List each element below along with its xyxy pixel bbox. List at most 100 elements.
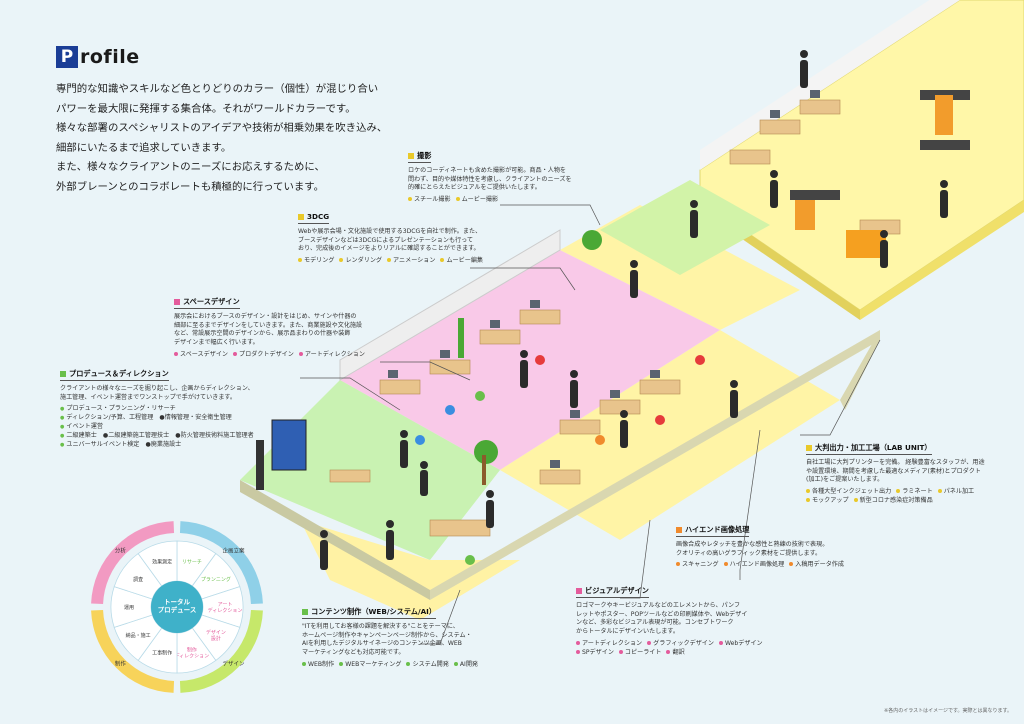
wheel-ring-label: 企画立案 — [223, 546, 246, 554]
tag: 翻訳 — [666, 649, 684, 656]
wheel-segment-label: アート — [218, 602, 233, 608]
tag: AI開発 — [454, 661, 478, 668]
wheel-ring-segment — [91, 521, 175, 605]
profile-title-rest: rofile — [80, 46, 140, 68]
callout-line: など、常設展示空間のデザインから、展示品まわりの什器や装飾 — [174, 330, 351, 338]
callout-line: 問わず、目的や媒体特性を考慮し、クライアントのニーズを — [408, 175, 572, 183]
wheel-segment-label: リサーチ — [182, 559, 202, 565]
callout-lab-title: 大判出力・加工工場（LAB UNIT） — [815, 443, 932, 452]
callout-line: ブースデザインなどは3DCGによるプレゼンテーションも行って — [298, 236, 474, 244]
callout-line: ホームページ制作やキャンペーンページ制作から、システム・ — [302, 631, 472, 639]
callout-photo: 撮影 ロケのコーディネートも含めた撮影が可能。商品・人物を 問わず、目的や媒体特… — [408, 151, 608, 205]
wheel-center-label: プロデュース — [158, 605, 197, 614]
content-floor — [300, 520, 520, 620]
wheel-center-label: トータル — [164, 597, 191, 606]
wheel-segment-label: 納品・施工 — [126, 632, 151, 639]
wheel-segment-label: 調査 — [133, 576, 143, 583]
callout-hiend-title: ハイエンド画像処理 — [685, 525, 750, 534]
callout-line: ンなど、多彩なビジュアル表現が可能。コンセプトワーク — [576, 619, 734, 627]
callout-photo-title: 撮影 — [417, 151, 432, 160]
tag: グラフィックデザイン — [647, 640, 714, 647]
wheel-segment-label: デザイン — [206, 629, 226, 636]
callout-line: おり、完成後のイメージをよりリアルに確認することができます。 — [298, 245, 480, 253]
callout-produce-title: プロデュース＆ディレクション — [69, 369, 169, 378]
wheel-ring-segment — [91, 609, 175, 693]
callout-space-title: スペースデザイン — [183, 297, 240, 306]
wheel-segment-label: ディレクション — [175, 653, 210, 660]
tag: 各種大型インクジェット出力 — [806, 488, 891, 495]
tag: SPデザイン — [576, 649, 614, 656]
wheel-segment-label: 効果測定 — [152, 558, 172, 565]
wheel-ring-segment — [179, 609, 263, 693]
list-item: ユニバーサルイベント検定 ●廃業施設士 — [60, 441, 300, 450]
tag: モックアップ — [806, 497, 849, 504]
callout-line: 的確にとらえたビジュアルをご提供いたします。 — [408, 184, 541, 192]
wheel-segment-label: 制作 — [187, 647, 197, 654]
intro-line: 様々な部署のスペシャリストのアイデアや技術が相乗効果を吹き込み、 — [56, 122, 388, 134]
callout-lab-unit: 大判出力・加工工場（LAB UNIT） 自社工場に大判プリンターを完備。 経験豊… — [806, 443, 1006, 506]
wheel-ring-label: デザイン — [223, 660, 246, 668]
list-item: ディレクション/予算、工程管理 ●情報管理・安全衛生管理 — [60, 414, 300, 423]
tag: 新型コロナ感染症対策備品 — [854, 497, 933, 504]
callout-line: デザインまで幅広く行います。 — [174, 339, 259, 347]
tag: パネル加工 — [938, 488, 974, 495]
callout-line: (加工)をご提案いたします。 — [806, 476, 884, 484]
tag: システム開発 — [406, 661, 448, 668]
tag: ムービー編集 — [440, 257, 483, 264]
callout-line: ロケのコーディネートも含めた撮影が可能。商品・人物を — [408, 166, 567, 174]
tag: プロダクトデザイン — [233, 351, 294, 358]
tag: モデリング — [298, 257, 334, 264]
callout-line: クオリティの高いグラフィック素材をご提供します。 — [676, 549, 822, 557]
callout-line: マーケティングなども対応可能です。 — [302, 649, 405, 657]
callout-3dcg: 3DCG Webや展示会場・文化施設で使用する3DCGを自社で制作。また、 ブー… — [298, 212, 528, 266]
wheel-segment-label: 設計 — [211, 635, 221, 642]
callout-line: 施工管理、イベント運営までワンストップで手がけていきます。 — [60, 393, 236, 401]
tag: アートディレクション — [576, 640, 642, 647]
callout-space-design: スペースデザイン 展示会におけるブースのデザイン・設計をはじめ、サインや什器の … — [174, 297, 404, 360]
callout-line: "ITを利用してお客様の課題を解決する"ことをテーマに、 — [302, 622, 459, 630]
process-wheel: 企画立案デザイン制作分析リサーチプランニングアートディレクションデザイン設計制作… — [88, 518, 266, 696]
tag: アニメーション — [387, 257, 435, 264]
tag: 入稿用データ作成 — [789, 561, 844, 568]
process-wheel-svg: 企画立案デザイン制作分析リサーチプランニングアートディレクションデザイン設計制作… — [91, 521, 263, 693]
photo-floor — [600, 180, 770, 275]
tag: ハイエンド画像処理 — [724, 561, 785, 568]
tag: スキャニング — [676, 561, 719, 568]
wheel-segment-label: 工事制作 — [152, 650, 172, 657]
intro-line: また、様々なクライアントのニーズにお応えするために、 — [56, 161, 325, 173]
wheel-ring-segment — [179, 521, 263, 605]
wheel-segment-label: プランニング — [201, 576, 231, 583]
callout-line: 細部に至るまでデザインをしていきます。また、商業施設や文化施設 — [174, 321, 363, 329]
profile-title: P rofile — [56, 46, 140, 68]
callout-line: 画像合成やレタッチを豊かな感性と熟練の技術で表現。 — [676, 540, 829, 548]
callout-visual-title: ビジュアルデザイン — [585, 586, 649, 595]
callout-hiend: ハイエンド画像処理 画像合成やレタッチを豊かな感性と熟練の技術で表現。 クオリテ… — [676, 525, 876, 570]
callout-line: Webや展示会場・文化施設で使用する3DCGを自社で制作。また、 — [298, 227, 482, 235]
profile-badge: P — [56, 46, 78, 68]
tag: WEB制作 — [302, 661, 334, 668]
visual-floor — [500, 330, 840, 540]
tag: スペースデザイン — [174, 351, 228, 358]
tag: Webデザイン — [719, 640, 763, 647]
callout-content-title: コンテンツ制作（WEB/システム/AI） — [311, 607, 437, 616]
list-item: 二級建築士 ●二級建築施工管理技士 ●防火管理技術料施工管理者 — [60, 432, 300, 441]
tag: ラミネート — [896, 488, 932, 495]
tag: アートディレクション — [299, 351, 365, 358]
callout-line: や設置環境、期間を考慮した最適なメディア(素材)とプロダクト — [806, 467, 981, 475]
callout-line: クライアントの様々なニーズを掘り起こし、企画からディレクション、 — [60, 384, 254, 392]
callout-produce: プロデュース＆ディレクション クライアントの様々なニーズを掘り起こし、企画からデ… — [60, 369, 300, 450]
tag: ムービー撮影 — [456, 196, 499, 203]
callout-line: AIを利用したデジタルサイネージのコンテンツ企画、WEB — [302, 640, 462, 648]
tag: コピーライト — [619, 649, 662, 656]
intro-line: パワーを最大限に発揮する集合体。それがワールドカラーです。 — [56, 102, 356, 115]
intro-line: 細部にいたるまで追求していきます。 — [56, 141, 232, 154]
wheel-ring-label: 制作 — [115, 660, 127, 668]
wheel-ring-label: 分析 — [115, 546, 127, 554]
list-item: イベント運営 — [60, 423, 300, 432]
callout-line: ロゴマークやキービジュアルなどのエレメントから、パンフ — [576, 601, 741, 609]
intro-line: 外部ブレーンとのコラボレートも積極的に行っています。 — [56, 180, 324, 193]
wheel-segment-label: 運用 — [124, 605, 134, 611]
intro-line: 専門的な知識やスキルなど色とりどりのカラー（個性）が混じり合い — [56, 83, 379, 95]
tag: WEBマーケティング — [339, 661, 401, 668]
